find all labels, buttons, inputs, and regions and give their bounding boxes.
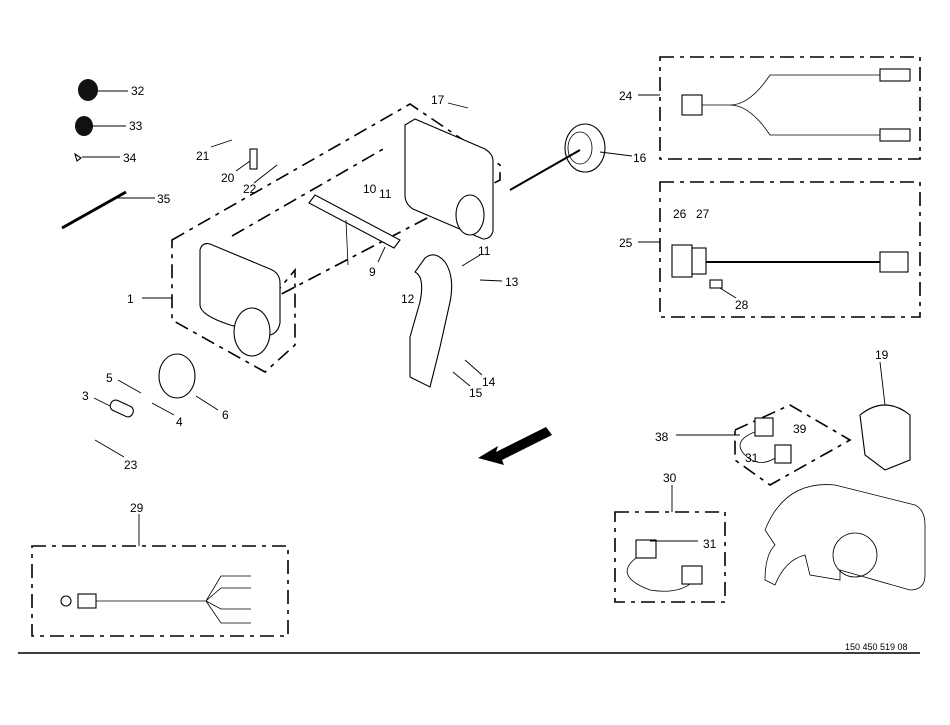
group-30-box <box>614 511 726 603</box>
part-9-post <box>345 219 349 266</box>
part-39-plug <box>774 444 792 464</box>
callout-4: 4 <box>176 415 183 429</box>
callout-21: 21 <box>196 149 210 163</box>
group-25-box <box>659 181 921 318</box>
part-17-opening <box>455 194 485 236</box>
part-16-reel <box>564 123 606 173</box>
callout-33: 33 <box>129 119 143 133</box>
callout-25: 25 <box>619 236 633 250</box>
callout-11b: 11 <box>478 244 491 258</box>
group-29-box <box>31 545 289 637</box>
part-29-gland <box>77 593 97 609</box>
part-19-plate <box>859 404 911 471</box>
part-6-disc <box>158 353 196 399</box>
part-31-plug-b <box>635 539 657 559</box>
part-31-plug-a <box>754 417 774 437</box>
callout-5: 5 <box>106 371 113 385</box>
callout-30: 30 <box>663 471 677 485</box>
callout-16: 16 <box>633 151 647 165</box>
callout-3: 3 <box>82 389 89 403</box>
callout-28: 28 <box>735 298 749 312</box>
part-30-cable <box>626 554 696 592</box>
part-3-plate <box>109 399 134 418</box>
part-32-grommet <box>78 79 98 101</box>
callout-34: 34 <box>123 151 137 165</box>
part-28-pin <box>709 279 723 289</box>
reference-machine-outline <box>764 484 926 591</box>
callout-24: 24 <box>619 89 633 103</box>
callout-11: 11 <box>379 187 392 201</box>
part-20-plate <box>249 148 258 170</box>
part-33-grommet <box>75 116 93 136</box>
part-16-cable <box>509 149 581 191</box>
group-38-box <box>734 404 852 486</box>
callout-22: 22 <box>243 182 257 196</box>
callout-23: 23 <box>124 458 138 472</box>
document-number: 150 450 519 08 <box>845 642 908 652</box>
part-29-nut <box>60 595 72 607</box>
part-24-plug <box>681 94 703 116</box>
callout-31b: 31 <box>703 537 717 551</box>
callout-20: 20 <box>221 171 235 185</box>
part-25-connector <box>879 251 909 273</box>
callout-31: 31 <box>745 451 759 465</box>
callout-14: 14 <box>482 375 496 389</box>
part-27-plug <box>691 247 707 275</box>
part-24-end-b <box>879 128 911 142</box>
callout-1: 1 <box>127 292 134 306</box>
callout-39: 39 <box>793 422 807 436</box>
callout-6: 6 <box>222 408 229 422</box>
callout-17: 17 <box>431 93 445 107</box>
group-24-box <box>659 56 921 160</box>
callout-32: 32 <box>131 84 145 98</box>
part-16-inner <box>567 131 593 165</box>
callout-10: 10 <box>363 182 377 196</box>
callout-9: 9 <box>369 265 376 279</box>
part-12-arm <box>409 254 453 388</box>
callout-29: 29 <box>130 501 144 515</box>
callout-12: 12 <box>401 292 415 306</box>
callout-13: 13 <box>505 275 519 289</box>
reference-machine-wheel <box>832 532 878 578</box>
part-26-housing <box>671 244 693 278</box>
callout-27: 27 <box>696 207 710 221</box>
part-34-clip <box>74 152 82 162</box>
part-31-plug-c <box>681 565 703 585</box>
part-1-opening <box>233 307 271 357</box>
part-38-cable <box>739 429 781 463</box>
callout-19: 19 <box>875 348 889 362</box>
callout-35: 35 <box>157 192 171 206</box>
part-24-end-a <box>879 68 911 82</box>
part-35-cable-tie <box>61 190 127 230</box>
callout-38: 38 <box>655 430 669 444</box>
callout-26: 26 <box>673 207 687 221</box>
leader-lines <box>82 90 886 546</box>
callout-15: 15 <box>469 386 483 400</box>
part-29-wires <box>96 575 251 624</box>
part-9-tube <box>308 194 401 249</box>
part-24-cable <box>700 74 880 136</box>
direction-arrow <box>478 427 552 465</box>
